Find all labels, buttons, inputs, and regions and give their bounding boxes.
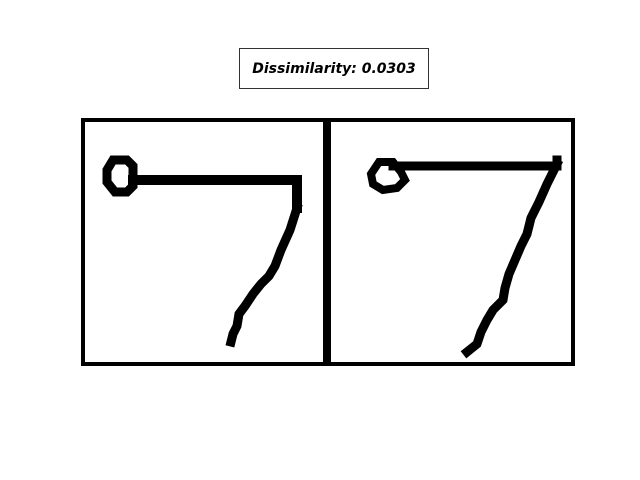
- dissimilarity-caption: Dissimilarity:: [252, 60, 357, 77]
- candidate-image-panel: [327, 118, 575, 366]
- reference-descender: [225, 202, 303, 348]
- reference-glyph: [102, 155, 303, 348]
- dissimilarity-label: Dissimilarity: 0.0303: [239, 48, 429, 89]
- candidate-top-bar: [388, 155, 562, 171]
- reference-image-panel: [81, 118, 327, 366]
- reference-top-bar: [128, 175, 302, 213]
- dissimilarity-value: 0.0303: [361, 60, 416, 77]
- reference-loop: [102, 155, 138, 197]
- candidate-descender: [460, 157, 564, 359]
- candidate-glyph: [366, 155, 564, 359]
